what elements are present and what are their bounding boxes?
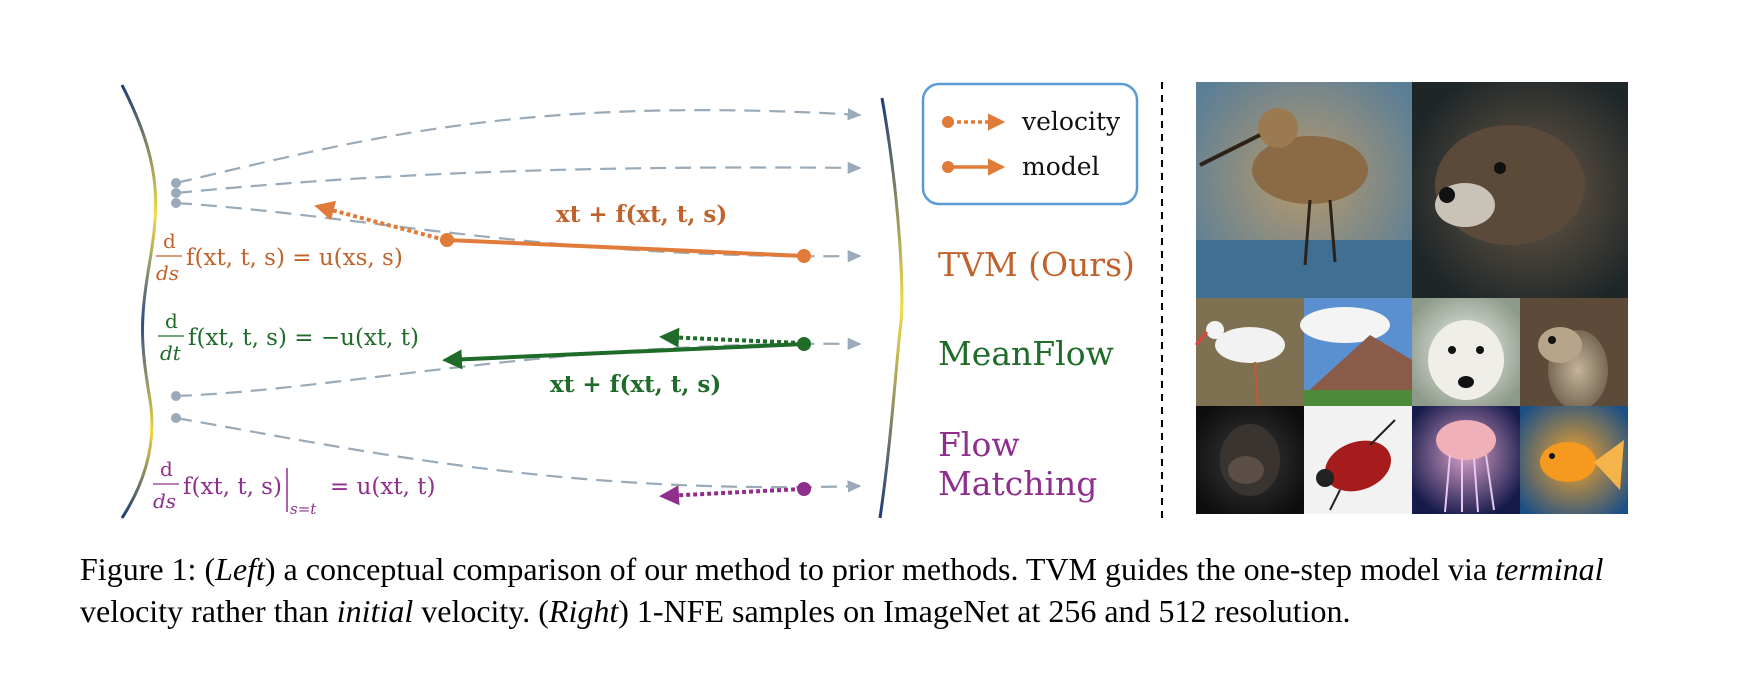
legend-velocity-label: velocity xyxy=(1021,107,1121,136)
legend-box xyxy=(921,82,1139,206)
sample-sandpiper xyxy=(1196,82,1412,298)
legend: velocity model xyxy=(921,82,1139,206)
sample-chimpanzee xyxy=(1196,406,1304,514)
legend-model-label: model xyxy=(1022,152,1100,181)
tvm-label: TVM (Ours) xyxy=(938,245,1135,284)
sample-meerkat xyxy=(1520,298,1628,410)
svg-text:ds: ds xyxy=(153,489,176,513)
trajectory-4 xyxy=(175,337,862,398)
source-distribution-curve xyxy=(120,84,158,519)
flow-matching-label-line1: Flow xyxy=(938,425,1020,464)
meanflow-jump-label: xt + f(xt, t, s) xyxy=(550,371,721,398)
svg-text:s=t: s=t xyxy=(290,500,317,518)
flow-matching-velocity-arrow xyxy=(659,485,803,506)
meanflow-velocity-arrow xyxy=(659,327,803,348)
flow-matching-label-line2: Matching xyxy=(938,464,1097,503)
tvm-mid-dot xyxy=(440,233,454,247)
tvm-end-dot xyxy=(797,249,811,263)
trajectory-5 xyxy=(175,416,862,493)
sample-otter xyxy=(1412,82,1628,298)
svg-text:dt: dt xyxy=(160,341,182,365)
target-distribution-curve xyxy=(878,97,904,519)
tvm-model-arrow xyxy=(446,238,805,258)
figure-caption: Figure 1: (Left) a conceptual comparison… xyxy=(80,551,1604,629)
meanflow-equation: d dt f(xt, t, s) = −u(xt, t) xyxy=(158,309,419,365)
sample-beetle xyxy=(1304,406,1412,514)
sample-volcano xyxy=(1300,298,1412,406)
svg-text:d: d xyxy=(160,457,173,481)
flow-matching-start-dot xyxy=(797,482,811,496)
svg-text:f(xt, t, s) = −u(xt, t): f(xt, t, s) = −u(xt, t) xyxy=(188,325,419,351)
svg-text:d: d xyxy=(165,309,178,333)
meanflow-start-dot xyxy=(797,337,811,351)
sample-grid xyxy=(1194,82,1628,514)
svg-text:f(xt, t, s) = u(xs, s): f(xt, t, s) = u(xs, s) xyxy=(186,245,403,271)
sample-stork xyxy=(1194,298,1304,406)
svg-text:d: d xyxy=(163,229,176,253)
meanflow-model-arrow xyxy=(442,342,805,370)
sample-polar-bear xyxy=(1412,298,1520,406)
sample-jellyfish xyxy=(1412,406,1520,514)
meanflow-label: MeanFlow xyxy=(938,334,1114,373)
trajectory-1 xyxy=(175,108,862,185)
trajectories xyxy=(175,108,862,493)
svg-text:f(xt, t, s): f(xt, t, s) xyxy=(183,474,282,500)
sample-goldfish xyxy=(1520,406,1628,514)
tvm-jump-label: xt + f(xt, t, s) xyxy=(556,201,727,228)
svg-text:= u(xt, t): = u(xt, t) xyxy=(330,474,435,500)
figure-1: d ds f(xt, t, s) = u(xs, s) xt + f(xt, t… xyxy=(120,82,1628,519)
source-points xyxy=(171,178,181,423)
svg-text:ds: ds xyxy=(156,261,179,285)
flow-matching-equation: d ds f(xt, t, s) s=t = u(xt, t) xyxy=(153,457,435,518)
tvm-equation: d ds f(xt, t, s) = u(xs, s) xyxy=(156,229,403,285)
tvm-velocity-arrow xyxy=(314,200,446,242)
trajectory-2 xyxy=(175,161,862,195)
